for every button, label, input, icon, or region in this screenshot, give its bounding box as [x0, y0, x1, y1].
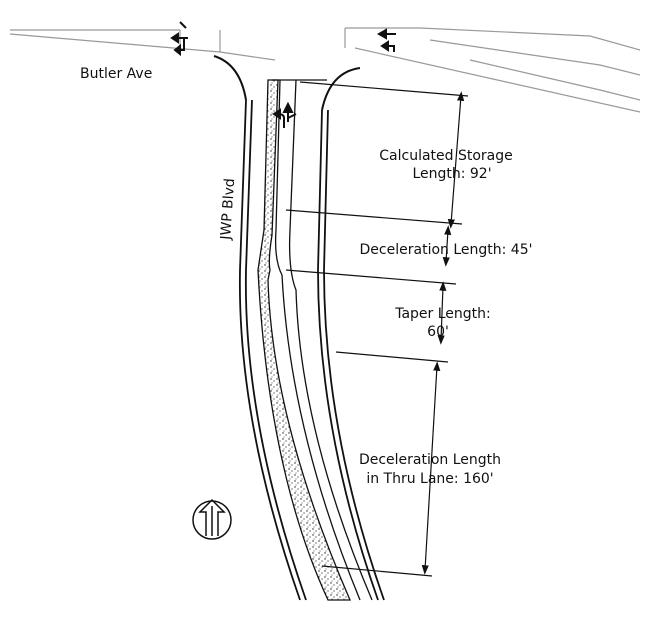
lane-arrow-thru-icon [282, 101, 297, 122]
taper-length-label-line2: 60' [427, 324, 449, 340]
jwp-blvd-west-curb [238, 99, 307, 601]
lane-arrow-left-icon [380, 40, 395, 52]
storage-length-label-line2: Length: 92' [412, 166, 491, 182]
median [257, 79, 351, 601]
storage-length-label-line1: Calculated Storage [379, 148, 513, 164]
jwp-blvd-label: JWP Blvd [218, 178, 238, 241]
lane-arrow-left-icon [272, 108, 285, 128]
dimension-lines [285, 81, 469, 577]
north-arrow-icon [192, 498, 232, 540]
deceleration-length-label: Deceleration Length: 45' [360, 242, 533, 258]
left-turn-lane [272, 79, 373, 601]
lane-arrow-left-icon [376, 28, 396, 40]
taper-length-label-line1: Taper Length: [394, 306, 491, 322]
jwp-blvd-east-curb [317, 109, 385, 601]
thru-lane-length-label-line2: in Thru Lane: 160' [366, 471, 493, 487]
curb-returns [213, 55, 361, 111]
thru-lane-length-label-line1: Deceleration Length [359, 452, 501, 468]
butler-ave-label: Butler Ave [80, 66, 152, 82]
lane-arrow-left-thru-icon [170, 21, 188, 57]
